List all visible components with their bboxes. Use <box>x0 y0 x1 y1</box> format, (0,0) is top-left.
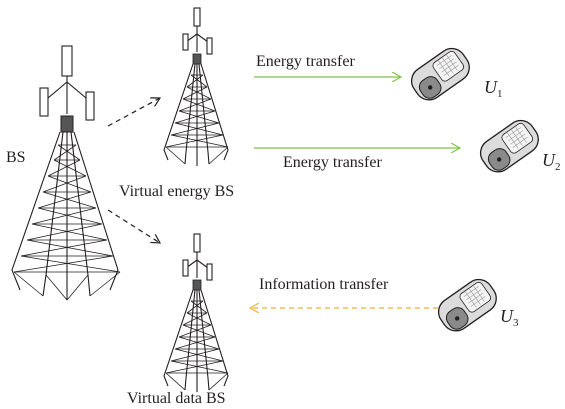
virtual-data-bs-tower-icon <box>163 233 229 392</box>
virtual-energy-arrow <box>107 98 160 127</box>
user-2-phone-icon <box>479 119 539 173</box>
user-1-label: U1 <box>484 77 503 100</box>
user-3-phone-icon <box>437 278 497 332</box>
virtual-data-bs-label: Virtual data BS <box>127 390 226 407</box>
virtual-data-arrow <box>107 209 160 243</box>
virtual-energy-bs-tower-icon <box>163 7 229 166</box>
bs-label: BS <box>6 149 26 166</box>
information-transfer-label: Information transfer <box>259 276 389 293</box>
user-1-phone-icon <box>410 47 470 101</box>
energy-transfer-label-1: Energy transfer <box>256 53 355 70</box>
virtual-energy-bs-label: Virtual energy BS <box>119 183 234 200</box>
user-2-label: U2 <box>542 150 561 173</box>
user-3-label: U3 <box>500 306 519 329</box>
bs-tower-icon <box>11 45 121 301</box>
energy-transfer-label-2: Energy transfer <box>283 154 382 171</box>
